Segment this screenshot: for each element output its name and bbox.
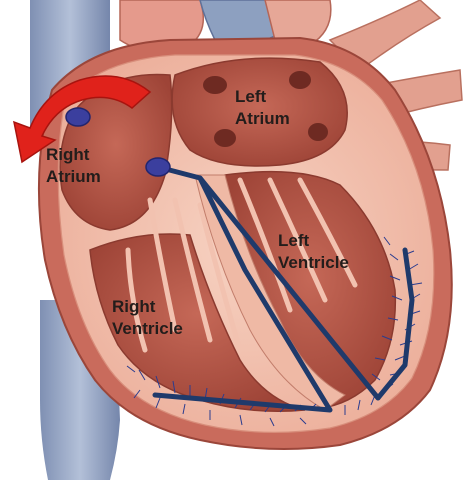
label-left-atrium-line2: Atrium — [235, 109, 290, 128]
label-right-ventricle-line2: Ventricle — [112, 319, 183, 338]
label-right-ventricle: Right Ventricle — [112, 297, 183, 338]
label-left-atrium-line1: Left — [235, 87, 267, 106]
conduction-pathway — [152, 164, 415, 413]
curved-red-arrow-icon — [12, 75, 152, 164]
pulmonary-vein-openings — [203, 71, 328, 147]
sa-node — [65, 107, 91, 127]
label-right-atrium-line2: Atrium — [46, 167, 101, 186]
av-node — [145, 157, 171, 177]
label-left-ventricle: Left Ventricle — [278, 231, 349, 272]
septum — [194, 174, 346, 411]
label-right-atrium-line1: Right — [46, 145, 90, 164]
label-left-ventricle-line2: Ventricle — [278, 253, 349, 272]
label-right-atrium: Right Atrium — [46, 145, 101, 186]
label-left-atrium: Left Atrium — [235, 87, 290, 128]
label-left-ventricle-line1: Left — [278, 231, 310, 250]
label-right-ventricle-line1: Right — [112, 297, 156, 316]
papillary-muscles — [125, 177, 358, 353]
